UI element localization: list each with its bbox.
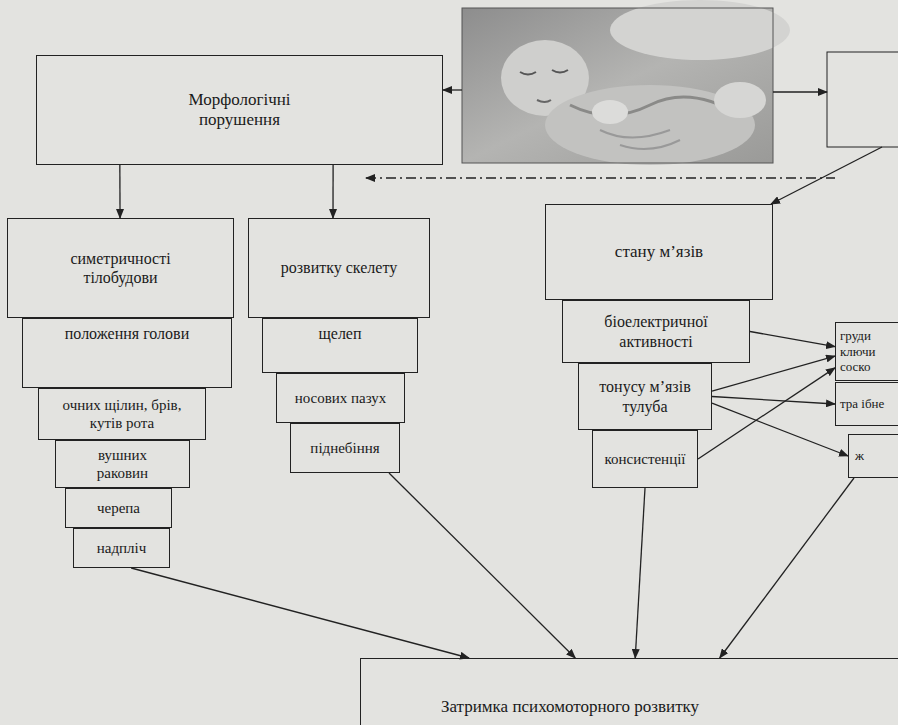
box-text: очних щілин, брів, кутів рота (61, 396, 183, 432)
arrow-connector (750, 332, 835, 347)
arrow-connector (712, 397, 835, 405)
box-text: розвитку скелету (257, 258, 421, 277)
box-text: Затримка психомоторного розвитку (441, 697, 898, 717)
box-text: стану м’язів (556, 242, 762, 262)
cut-box (827, 52, 898, 147)
diagram-box: черепа (65, 488, 172, 528)
arrow-connector (119, 165, 121, 218)
diagram-box: вушних раковин (55, 440, 190, 488)
box-text: вушних раковин (81, 446, 164, 482)
diagram-box: піднебіння (290, 423, 400, 473)
diagram-box: Затримка психомоторного розвитку (360, 658, 898, 725)
baby-photo (462, 0, 790, 165)
box-text: носових пазух (283, 389, 398, 407)
diagram-box: симетричності тілобудови (7, 218, 234, 318)
arrow-connector (635, 488, 645, 658)
diagram-box: положення голови (22, 318, 232, 388)
diagram-box: тра ібне (835, 382, 898, 426)
box-text: положення голови (31, 324, 223, 343)
arrow-connector (712, 403, 848, 456)
box-text: симетричності тілобудови (48, 249, 193, 287)
arrow-connector (698, 368, 835, 459)
diagram-box: щелеп (262, 318, 418, 373)
muscle-arrow (771, 147, 882, 204)
box-text: біоелектричної активності (583, 312, 729, 350)
diagram-box: тонусу м’язів тулуба (578, 363, 712, 430)
box-text: тонусу м’язів тулуба (585, 377, 705, 415)
box-text: щелеп (271, 324, 409, 343)
box-text: Морфологічні порушення (167, 90, 312, 131)
box-text: піднебіння (297, 439, 393, 457)
box-text: черепа (72, 499, 165, 517)
diagram-box: ж (848, 434, 898, 478)
diagram-box: груди ключи соско (835, 322, 898, 381)
box-text: тра ібне (840, 396, 898, 412)
arrow-connector (712, 356, 835, 391)
diagram-box: носових пазух (276, 373, 405, 423)
arrow-connector (131, 568, 469, 658)
arrow-connector (332, 165, 333, 218)
box-text: надпліч (80, 539, 163, 557)
diagram-box: стану м’язів (545, 204, 773, 300)
box-text: ж (855, 448, 898, 464)
diagram-box: консистенції (592, 430, 698, 488)
diagram-box: розвитку скелету (248, 218, 430, 318)
box-text: груди ключи соско (840, 328, 898, 375)
diagram-box: надпліч (73, 528, 170, 568)
dashed-link (366, 177, 835, 178)
photo-arrow (443, 89, 462, 90)
arrow-connector (720, 478, 854, 658)
diagram-box: Морфологічні порушення (36, 55, 443, 165)
diagram-box: біоелектричної активності (562, 300, 750, 363)
diagram-box: очних щілин, брів, кутів рота (38, 388, 206, 440)
photo-arrow (773, 91, 827, 92)
box-text: консистенції (597, 450, 693, 468)
arrow-connector (389, 473, 575, 658)
